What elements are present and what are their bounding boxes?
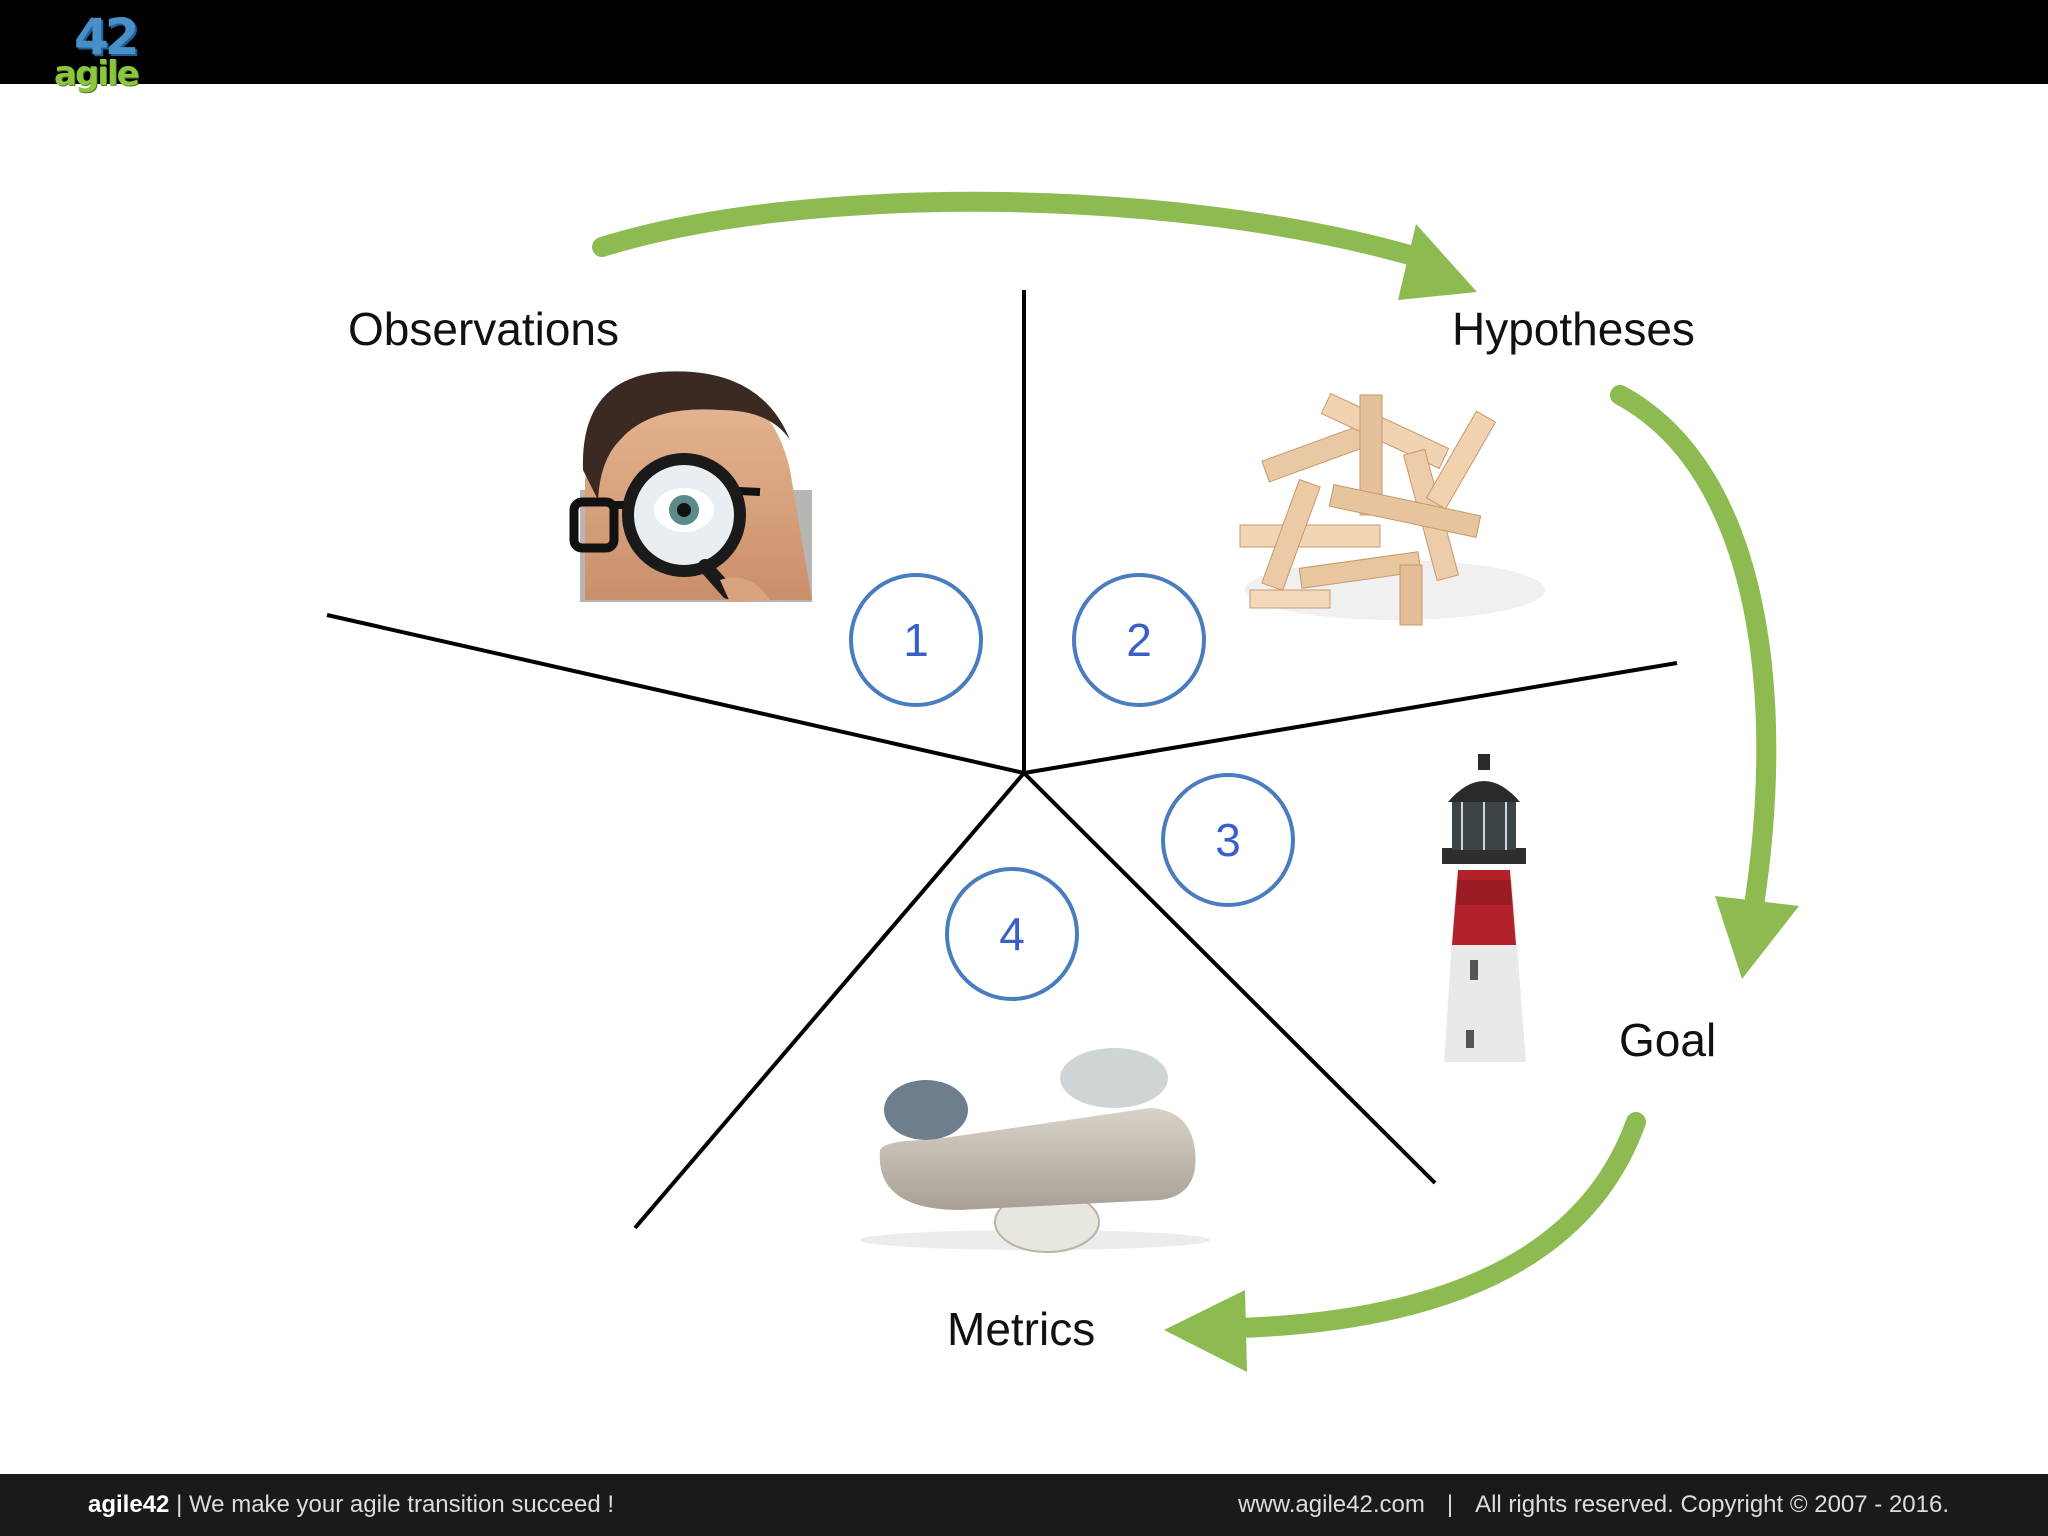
arrow-hypotheses-to-goal xyxy=(1610,385,1777,940)
arrow-head-2 xyxy=(1715,896,1799,979)
footer-website-link[interactable]: www.agile42.com xyxy=(1238,1491,1425,1518)
divider-line-bottom-right xyxy=(1022,771,1437,1185)
label-observations: Observations xyxy=(348,303,619,355)
divider-line-bottom-left xyxy=(633,771,1026,1230)
footer-copyright: All rights reserved. Copyright © 2007 - … xyxy=(1475,1491,1949,1518)
step-number-4: 4 xyxy=(999,908,1025,960)
arrow-goal-to-metrics xyxy=(1230,1112,1646,1338)
footer-tagline: | We make your agile transition succeed … xyxy=(176,1491,615,1518)
step-circle-4 xyxy=(945,867,1079,1001)
footer-bar: agile42 | We make your agile transition … xyxy=(0,1474,2048,1536)
step-number-2: 2 xyxy=(1126,614,1152,666)
wooden-puzzle-image xyxy=(1239,392,1545,626)
footer-left: agile42 | We make your agile transition … xyxy=(88,1474,614,1536)
arrow-observations-to-hypotheses xyxy=(592,191,1430,268)
logo-number: 42 xyxy=(74,8,140,66)
balancing-stones-image xyxy=(860,1048,1210,1253)
step-circles: 1 2 3 4 xyxy=(849,573,1295,1001)
magnifying-glass-man-image xyxy=(569,371,812,602)
step-circle-3 xyxy=(1161,773,1295,907)
step-circle-2 xyxy=(1072,573,1206,707)
step-circle-1 xyxy=(849,573,983,707)
cycle-arrows xyxy=(592,191,1799,1372)
footer-brand: agile42 xyxy=(88,1491,170,1518)
divider-line-left xyxy=(326,613,1025,775)
logo-word: agile xyxy=(54,54,140,94)
label-metrics: Metrics xyxy=(947,1303,1095,1355)
divider-lines xyxy=(326,290,1678,1230)
footer-separator: | xyxy=(1446,1491,1454,1518)
arrow-head-1 xyxy=(1398,224,1477,300)
lighthouse-image xyxy=(1442,754,1526,1062)
divider-line-right xyxy=(1023,661,1678,775)
label-goal: Goal xyxy=(1619,1014,1716,1066)
agile42-logo[interactable]: 42 agile xyxy=(52,8,152,96)
arrow-head-3 xyxy=(1164,1290,1247,1372)
footer-right: www.agile42.com | All rights reserved. Cop… xyxy=(1238,1474,1949,1536)
label-hypotheses: Hypotheses xyxy=(1452,303,1695,355)
top-bar xyxy=(0,0,2048,84)
step-number-3: 3 xyxy=(1215,814,1241,866)
step-number-1: 1 xyxy=(903,614,929,666)
